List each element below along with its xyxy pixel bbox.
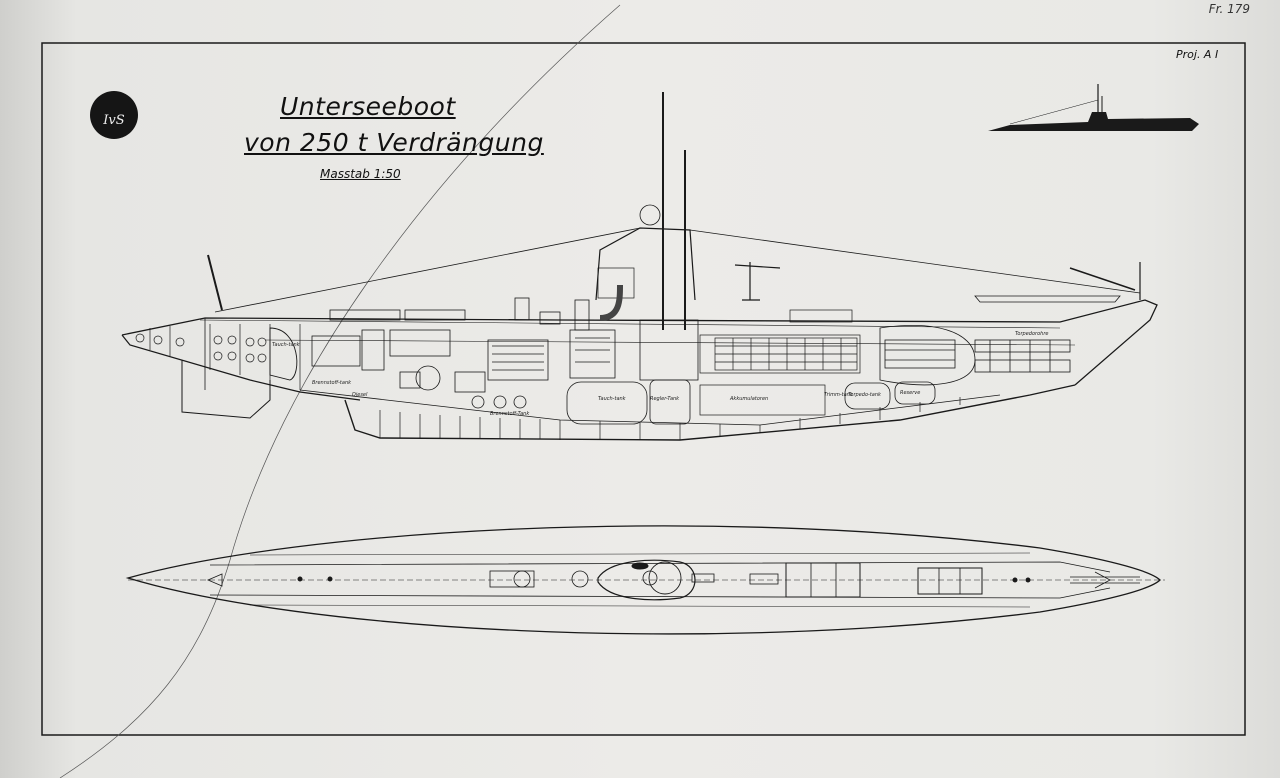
label-regulating-tank: Regler-Tank xyxy=(650,396,680,402)
label-tank-aft: Tauch-tank xyxy=(272,342,301,348)
sheet-reference: Fr. 179 xyxy=(1208,2,1250,16)
label-diesel-room: Diesel xyxy=(352,392,368,398)
logo-text: IvS xyxy=(103,113,125,128)
project-label: Proj. A I xyxy=(1176,48,1219,61)
title-line-2: von 250 t Verdrängung xyxy=(244,128,544,157)
side-elevation: Tauch-tank Brennstoff-tank Diesel Brenns… xyxy=(121,92,1158,441)
sheet-border xyxy=(41,42,1246,736)
label-fuel-tank: Brennstoff-Tank xyxy=(490,411,530,417)
plan-view xyxy=(125,525,1165,635)
silhouette-small xyxy=(988,84,1199,131)
title-line-1: Unterseeboot xyxy=(280,92,456,121)
label-trim-tank: Tauch-tank xyxy=(598,396,627,402)
label-battery: Akkumulatoren xyxy=(729,396,768,402)
label-torpedo-tank: Torpedo-tank xyxy=(848,392,882,398)
label-oil-bunker-aft: Brennstoff-tank xyxy=(312,380,352,386)
label-torpedo-tubes: Torpedorohre xyxy=(1015,331,1048,337)
scale-label: Masstab 1:50 xyxy=(320,167,401,181)
shipyard-logo: IvS xyxy=(90,91,138,139)
label-torpedo-reserve: Reserve xyxy=(900,390,920,396)
construction-arc xyxy=(59,4,621,778)
label-trim-fore: Trimm-tank xyxy=(824,392,854,398)
